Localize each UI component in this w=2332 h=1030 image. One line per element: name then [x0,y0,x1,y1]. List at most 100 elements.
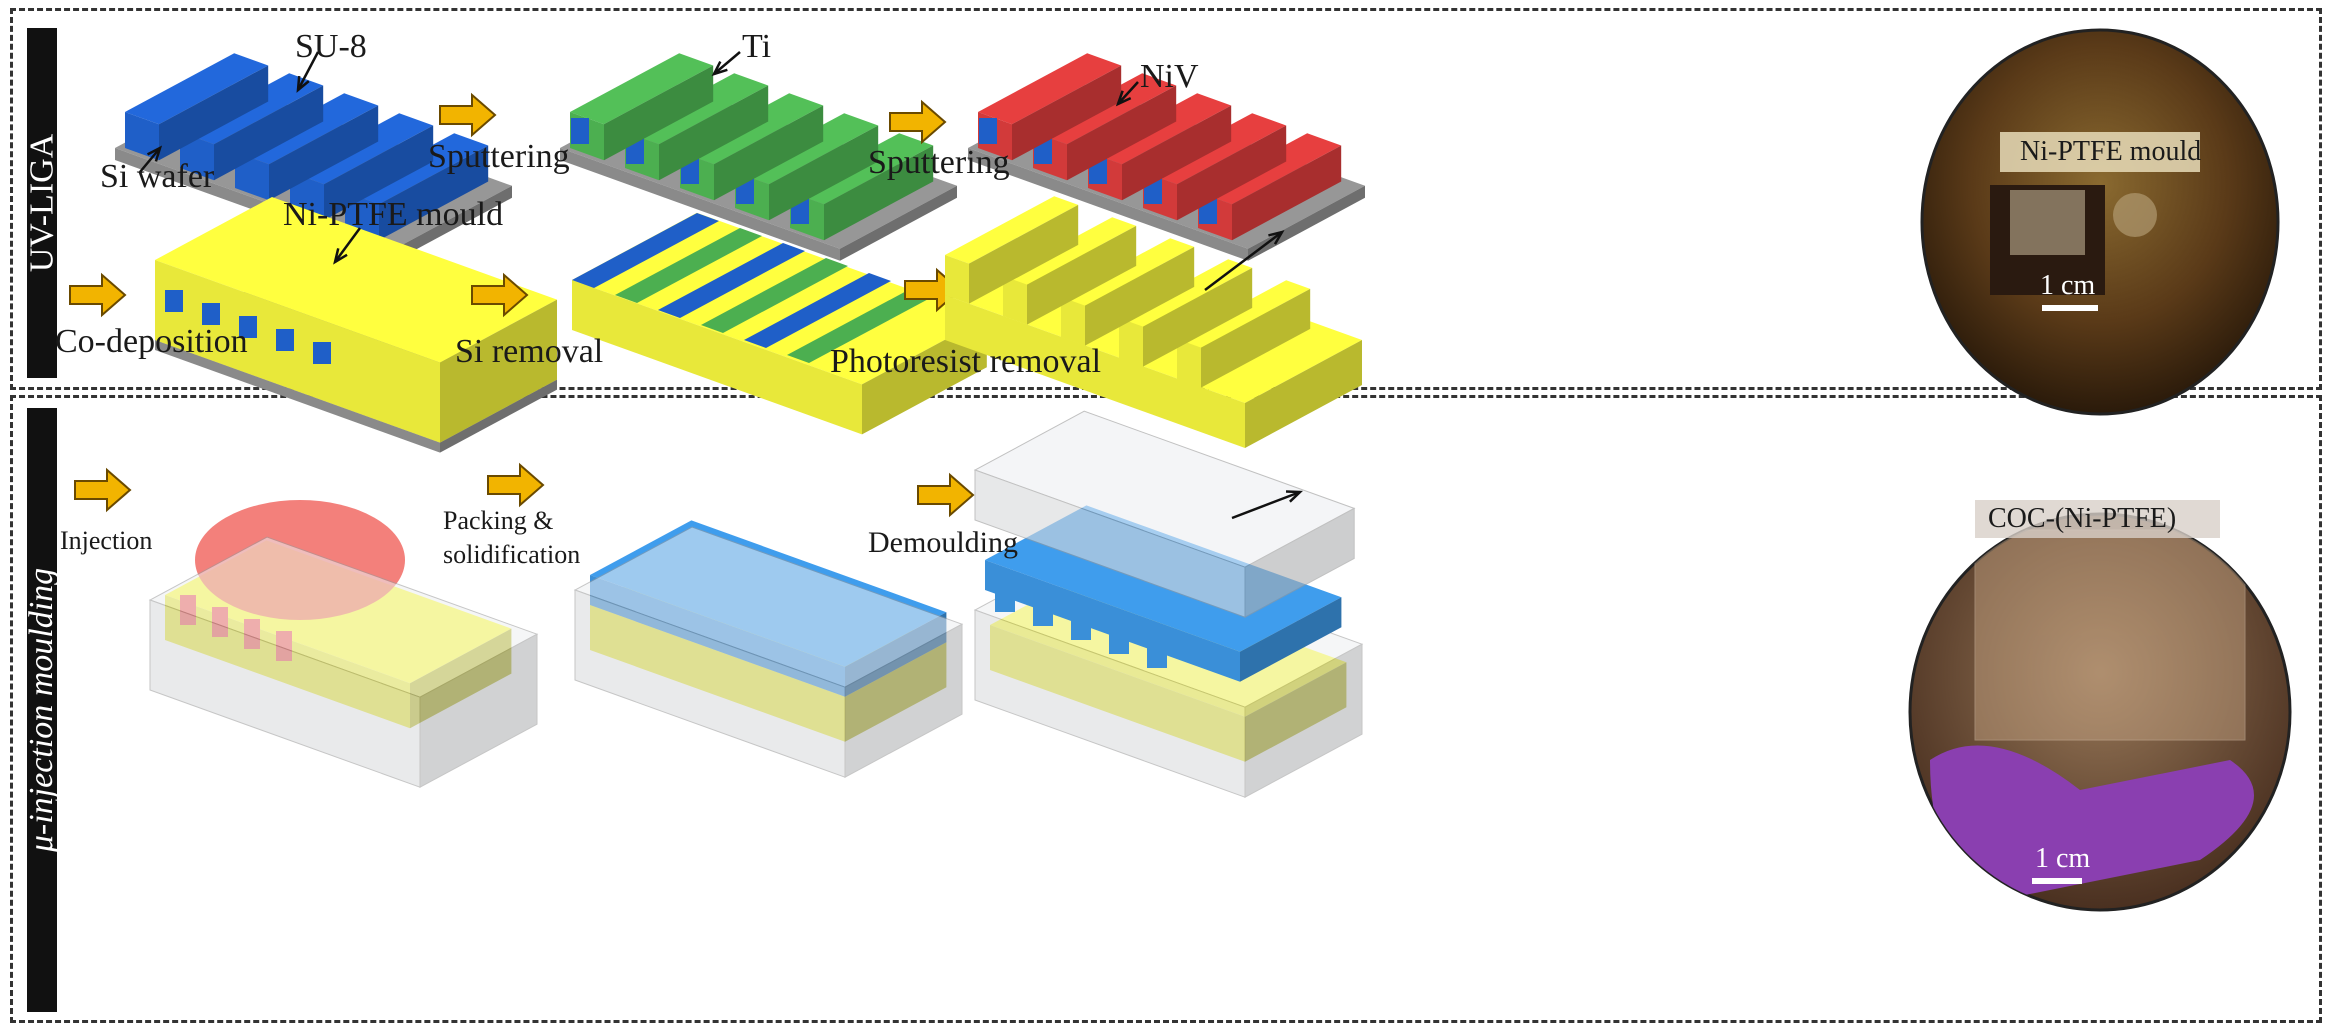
niv-structure-bar-side [1232,145,1342,241]
comb-tooth-side [1085,246,1195,346]
label-si-removal: Si removal [455,333,604,370]
si-wafer-pointer-head [146,145,163,162]
ti-structure-bar-top [570,53,714,125]
transparent-housing-1 [148,536,539,789]
purple-glove [1930,745,2254,900]
comb-tooth [945,196,1079,304]
comb-tooth-side [1027,225,1137,325]
label-demoulding: Demoulding [868,526,1018,559]
coc-pillar [1033,604,1053,626]
uv-liga-label-bar: UV-LIGA [23,28,60,378]
su8-core [313,342,331,364]
label-sputtering-2: Sputtering [868,144,1010,181]
comb-tooth-front [1003,276,1027,325]
comb-tooth-front [945,255,969,304]
photo-pointer-1 [1204,231,1283,291]
upper-housing [973,410,1356,619]
arrow-packing [487,462,545,508]
su8-structure-bar-front [125,112,159,161]
injection-label-bar: μ-injection moulding [23,408,60,1012]
mould-spiral [2113,193,2157,237]
niv-pointer-head [1115,90,1132,107]
comb-tooth-top [1003,217,1137,285]
arrow-injection [74,467,132,513]
ti-structure-bar-side [824,145,934,241]
mould-channels [2010,190,2085,255]
arrow-si-removal [471,272,529,318]
ti-structure-bar-side [604,65,714,161]
niv-structure-bar-side [1122,105,1232,201]
label-ti: Ti [742,28,772,65]
arrow-sputtering-1 [439,92,497,138]
ni-ptfe-comb-base-front [945,295,1245,448]
ti-structure-wafer-front [560,148,840,261]
su8-structure-bar-side [379,145,489,241]
ti-structure-bar-side [769,125,879,221]
label-injection: Injection [60,526,153,555]
stripe [787,288,934,363]
coc-pillar [1071,618,1091,640]
photo-pointer-2 [1231,490,1301,520]
coc-pillar [1109,632,1129,654]
ti-structure-bar-side [714,105,824,201]
photo-ni-ptfe-mould [1920,28,2280,416]
su8-core [202,303,220,325]
ti-structure-wafer-side [840,185,957,261]
su8-pointer [296,51,320,91]
niv-structure-bar-side [1067,85,1177,181]
mould-wafer-front [155,340,440,453]
comb-tooth-side [969,204,1079,304]
coc-chip [1974,529,2246,741]
lower-housing-side [1244,643,1363,799]
stripe [701,258,848,333]
label-si-wafer: Si wafer [100,158,215,195]
photo-pointer-1-head [1268,230,1285,245]
niv-structure-su8-core [979,118,997,144]
mould-wafer-side [440,379,557,453]
demoulded-coc-side [1240,597,1342,682]
mould-pointer-head [333,248,348,265]
ni-ptfe-block-front [155,260,440,443]
transparent-housing-2 [573,526,964,779]
label-ni-ptfe-mould: Ni-PTFE mould [283,196,504,233]
ti-structure-bar-side [659,85,769,181]
upper-housing-side [1244,507,1355,619]
arrow-demoulding [917,472,975,518]
photo-label-coc: COC-(Ni-PTFE) [1988,503,2177,534]
comb-tooth-top [1177,280,1311,348]
label-niv: NiV [1140,58,1199,95]
comb-tooth-front [1061,297,1085,346]
comb-tooth-side [1143,267,1253,367]
ni-ptfe-comb-base-side [1245,340,1362,448]
comb-tooth [1177,280,1311,388]
demoulded-coc-front [985,560,1240,682]
photo-scale-coc: 1 cm [2035,843,2091,874]
arrow-co-deposition [69,272,127,318]
transparent-housing-1-side [419,633,538,789]
coc-pillar [1147,646,1167,668]
mould-pointer [333,227,362,263]
ti-structure-su8-core [571,118,589,144]
comb-tooth [1119,259,1253,367]
su8-pointer-head [296,75,310,93]
niv-structure-wafer-front [968,148,1248,261]
stripe [572,213,719,288]
ni-ptfe-block [155,197,557,443]
ti-pointer [713,51,741,75]
photo-pointer-2-head [1285,490,1303,503]
su8-structure-wafer-side [395,185,512,261]
su8-structure-bar-side [159,65,269,161]
comb-tooth-top [1061,238,1195,306]
su8-structure-bar-side [269,105,379,201]
arrow-sputtering-2 [889,99,947,145]
inverted-mould-front [572,280,862,435]
photo-label-mould: Ni-PTFE mould [2020,136,2202,167]
su8-structure-bar-side [214,85,324,181]
label-packing: Packing & [443,506,554,535]
label-solidification: solidification [443,540,581,569]
comb-tooth-front [1177,339,1201,388]
niv-structure-bar-side [1177,125,1287,221]
photo-scale-mould: 1 cm [2040,270,2096,301]
ni-ptfe-block-side [440,299,557,443]
